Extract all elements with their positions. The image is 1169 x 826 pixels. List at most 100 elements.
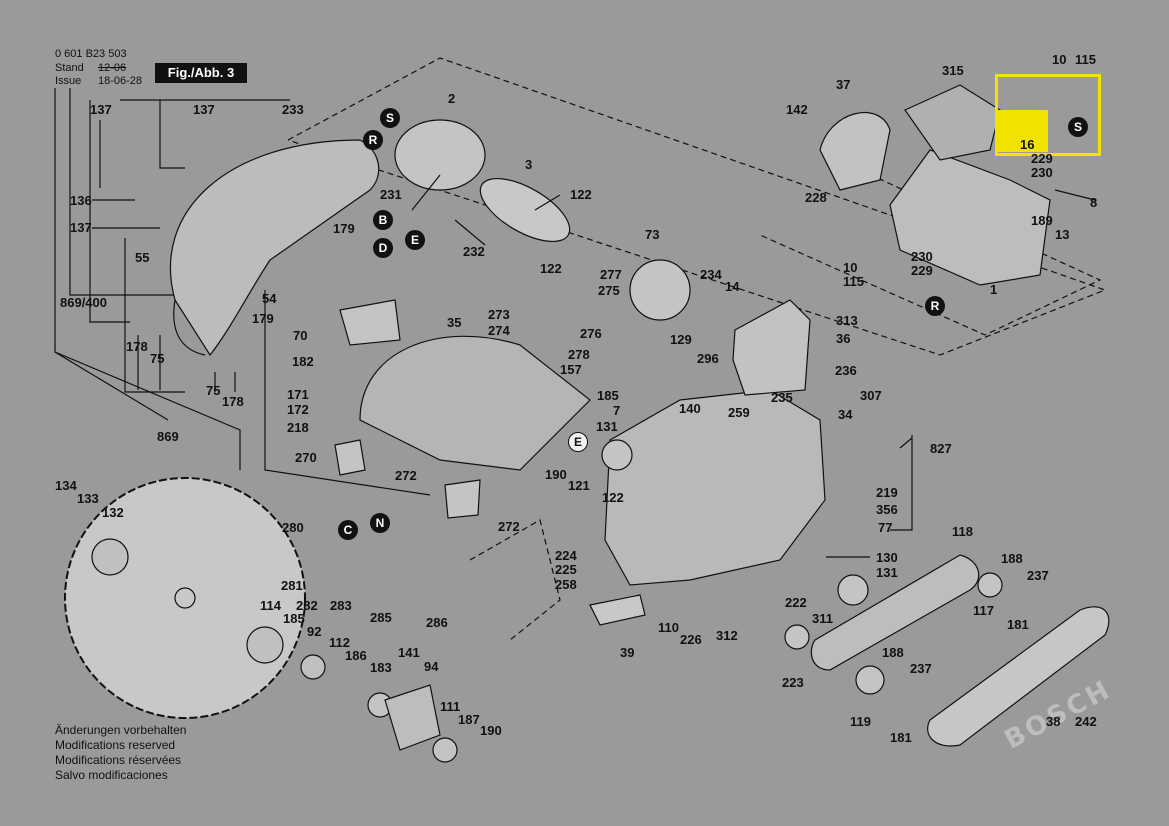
part-label: 117 xyxy=(973,603,994,618)
callout-badge: E xyxy=(405,230,425,250)
part-label: 258 xyxy=(555,577,577,592)
part-label: 356 xyxy=(876,502,898,517)
part-label: 115 xyxy=(843,274,864,289)
part-label: 130 xyxy=(876,550,898,565)
part-label: 229 xyxy=(1031,151,1053,166)
part-label: 134 xyxy=(55,478,77,493)
part-label: 54 xyxy=(262,291,277,306)
part-label: 285 xyxy=(370,610,392,625)
part-label: 34 xyxy=(838,407,853,422)
highlight-fill xyxy=(998,110,1048,152)
part-label: 137 xyxy=(90,102,112,117)
part-label: 118 xyxy=(952,524,973,539)
part-label: 283 xyxy=(330,598,352,613)
part-label: 114 xyxy=(260,598,281,613)
callout-badge: B xyxy=(373,210,393,230)
part-label: 121 xyxy=(568,478,590,493)
part-label: 133 xyxy=(77,491,99,506)
part-label: 77 xyxy=(878,520,893,535)
callout-badge: R xyxy=(363,130,383,150)
part-label: 188 xyxy=(1001,551,1023,566)
part-label: 122 xyxy=(540,261,562,276)
part-label: 137 xyxy=(193,102,215,117)
part-label: 270 xyxy=(295,450,317,465)
callout-badge: S xyxy=(1068,117,1088,137)
part-label: 137 xyxy=(70,220,92,235)
part-label: 282 xyxy=(296,598,318,613)
figure-label: Fig./Abb. 3 xyxy=(155,63,247,83)
part-label: 228 xyxy=(805,190,827,205)
part-label: 278 xyxy=(568,347,590,362)
part-label: 131 xyxy=(596,419,618,434)
part-label: 827 xyxy=(930,441,952,456)
part-label: 14 xyxy=(725,279,740,294)
part-label: 233 xyxy=(282,102,304,117)
part-label: 39 xyxy=(620,645,635,660)
part-label: 171 xyxy=(287,387,309,402)
part-label: 7 xyxy=(613,403,621,418)
part-label: 237 xyxy=(1027,568,1049,583)
part-label: 313 xyxy=(836,313,858,328)
issue-label: Issue xyxy=(55,75,82,87)
part-label: 286 xyxy=(426,615,448,630)
note-line: Änderungen vorbehalten xyxy=(55,723,187,737)
issue-date: 18-06-28 xyxy=(98,75,143,87)
part-label: 307 xyxy=(860,388,882,403)
callout-badge: E xyxy=(568,432,588,452)
part-label: 296 xyxy=(697,351,719,366)
part-label: 111 xyxy=(440,699,461,714)
part-label: 179 xyxy=(333,221,355,236)
highlight-box xyxy=(995,74,1101,156)
part-label: 179 xyxy=(252,311,274,326)
part-label: 281 xyxy=(281,578,303,593)
part-label: 230 xyxy=(911,249,933,264)
callout-badge: S xyxy=(380,108,400,128)
part-label: 75 xyxy=(206,383,221,398)
note-line: Modifications reserved xyxy=(55,738,176,752)
part-label: 119 xyxy=(850,714,871,729)
stand-date: 12-06 xyxy=(98,62,127,74)
part-label: 272 xyxy=(498,519,520,534)
note-line: Modifications réservées xyxy=(55,753,182,767)
part-label: 242 xyxy=(1075,714,1097,729)
part-label: 38 xyxy=(1046,714,1061,729)
part-label: 869 xyxy=(157,429,179,444)
part-label: 185 xyxy=(597,388,619,403)
part-label: 223 xyxy=(782,675,804,690)
part-label: 226 xyxy=(680,632,702,647)
part-label: 92 xyxy=(307,624,322,639)
part-label: 141 xyxy=(398,645,420,660)
part-label: 115 xyxy=(1075,52,1096,67)
part-label: 10 xyxy=(1052,52,1067,67)
part-label: 129 xyxy=(670,332,692,347)
part-label: 178 xyxy=(222,394,244,409)
part-label: 36 xyxy=(836,331,851,346)
part-label: 13 xyxy=(1055,227,1070,242)
part-label: 70 xyxy=(293,328,308,343)
part-label: 218 xyxy=(287,420,309,435)
part-label: 122 xyxy=(570,187,592,202)
callout-badge: D xyxy=(373,238,393,258)
note-line: Salvo modificaciones xyxy=(55,768,168,782)
part-label: 178 xyxy=(126,339,148,354)
part-label: 122 xyxy=(602,490,624,505)
part-label: 224 xyxy=(555,548,577,563)
part-label: 181 xyxy=(1007,617,1029,632)
part-label: 229 xyxy=(911,263,933,278)
part-label: 275 xyxy=(598,283,620,298)
part-label: 181 xyxy=(890,730,912,745)
part-label: 219 xyxy=(876,485,898,500)
part-label: 312 xyxy=(716,628,738,643)
part-label: 869/400 xyxy=(60,295,107,310)
part-label: 259 xyxy=(728,405,750,420)
part-label: 16 xyxy=(1020,137,1035,152)
callout-badge: N xyxy=(370,513,390,533)
part-label: 35 xyxy=(447,315,462,330)
part-label: 187 xyxy=(458,712,480,727)
part-label: 3 xyxy=(525,157,533,172)
part-label: 186 xyxy=(345,648,367,663)
part-label: 274 xyxy=(488,323,510,338)
part-label: 73 xyxy=(645,227,660,242)
